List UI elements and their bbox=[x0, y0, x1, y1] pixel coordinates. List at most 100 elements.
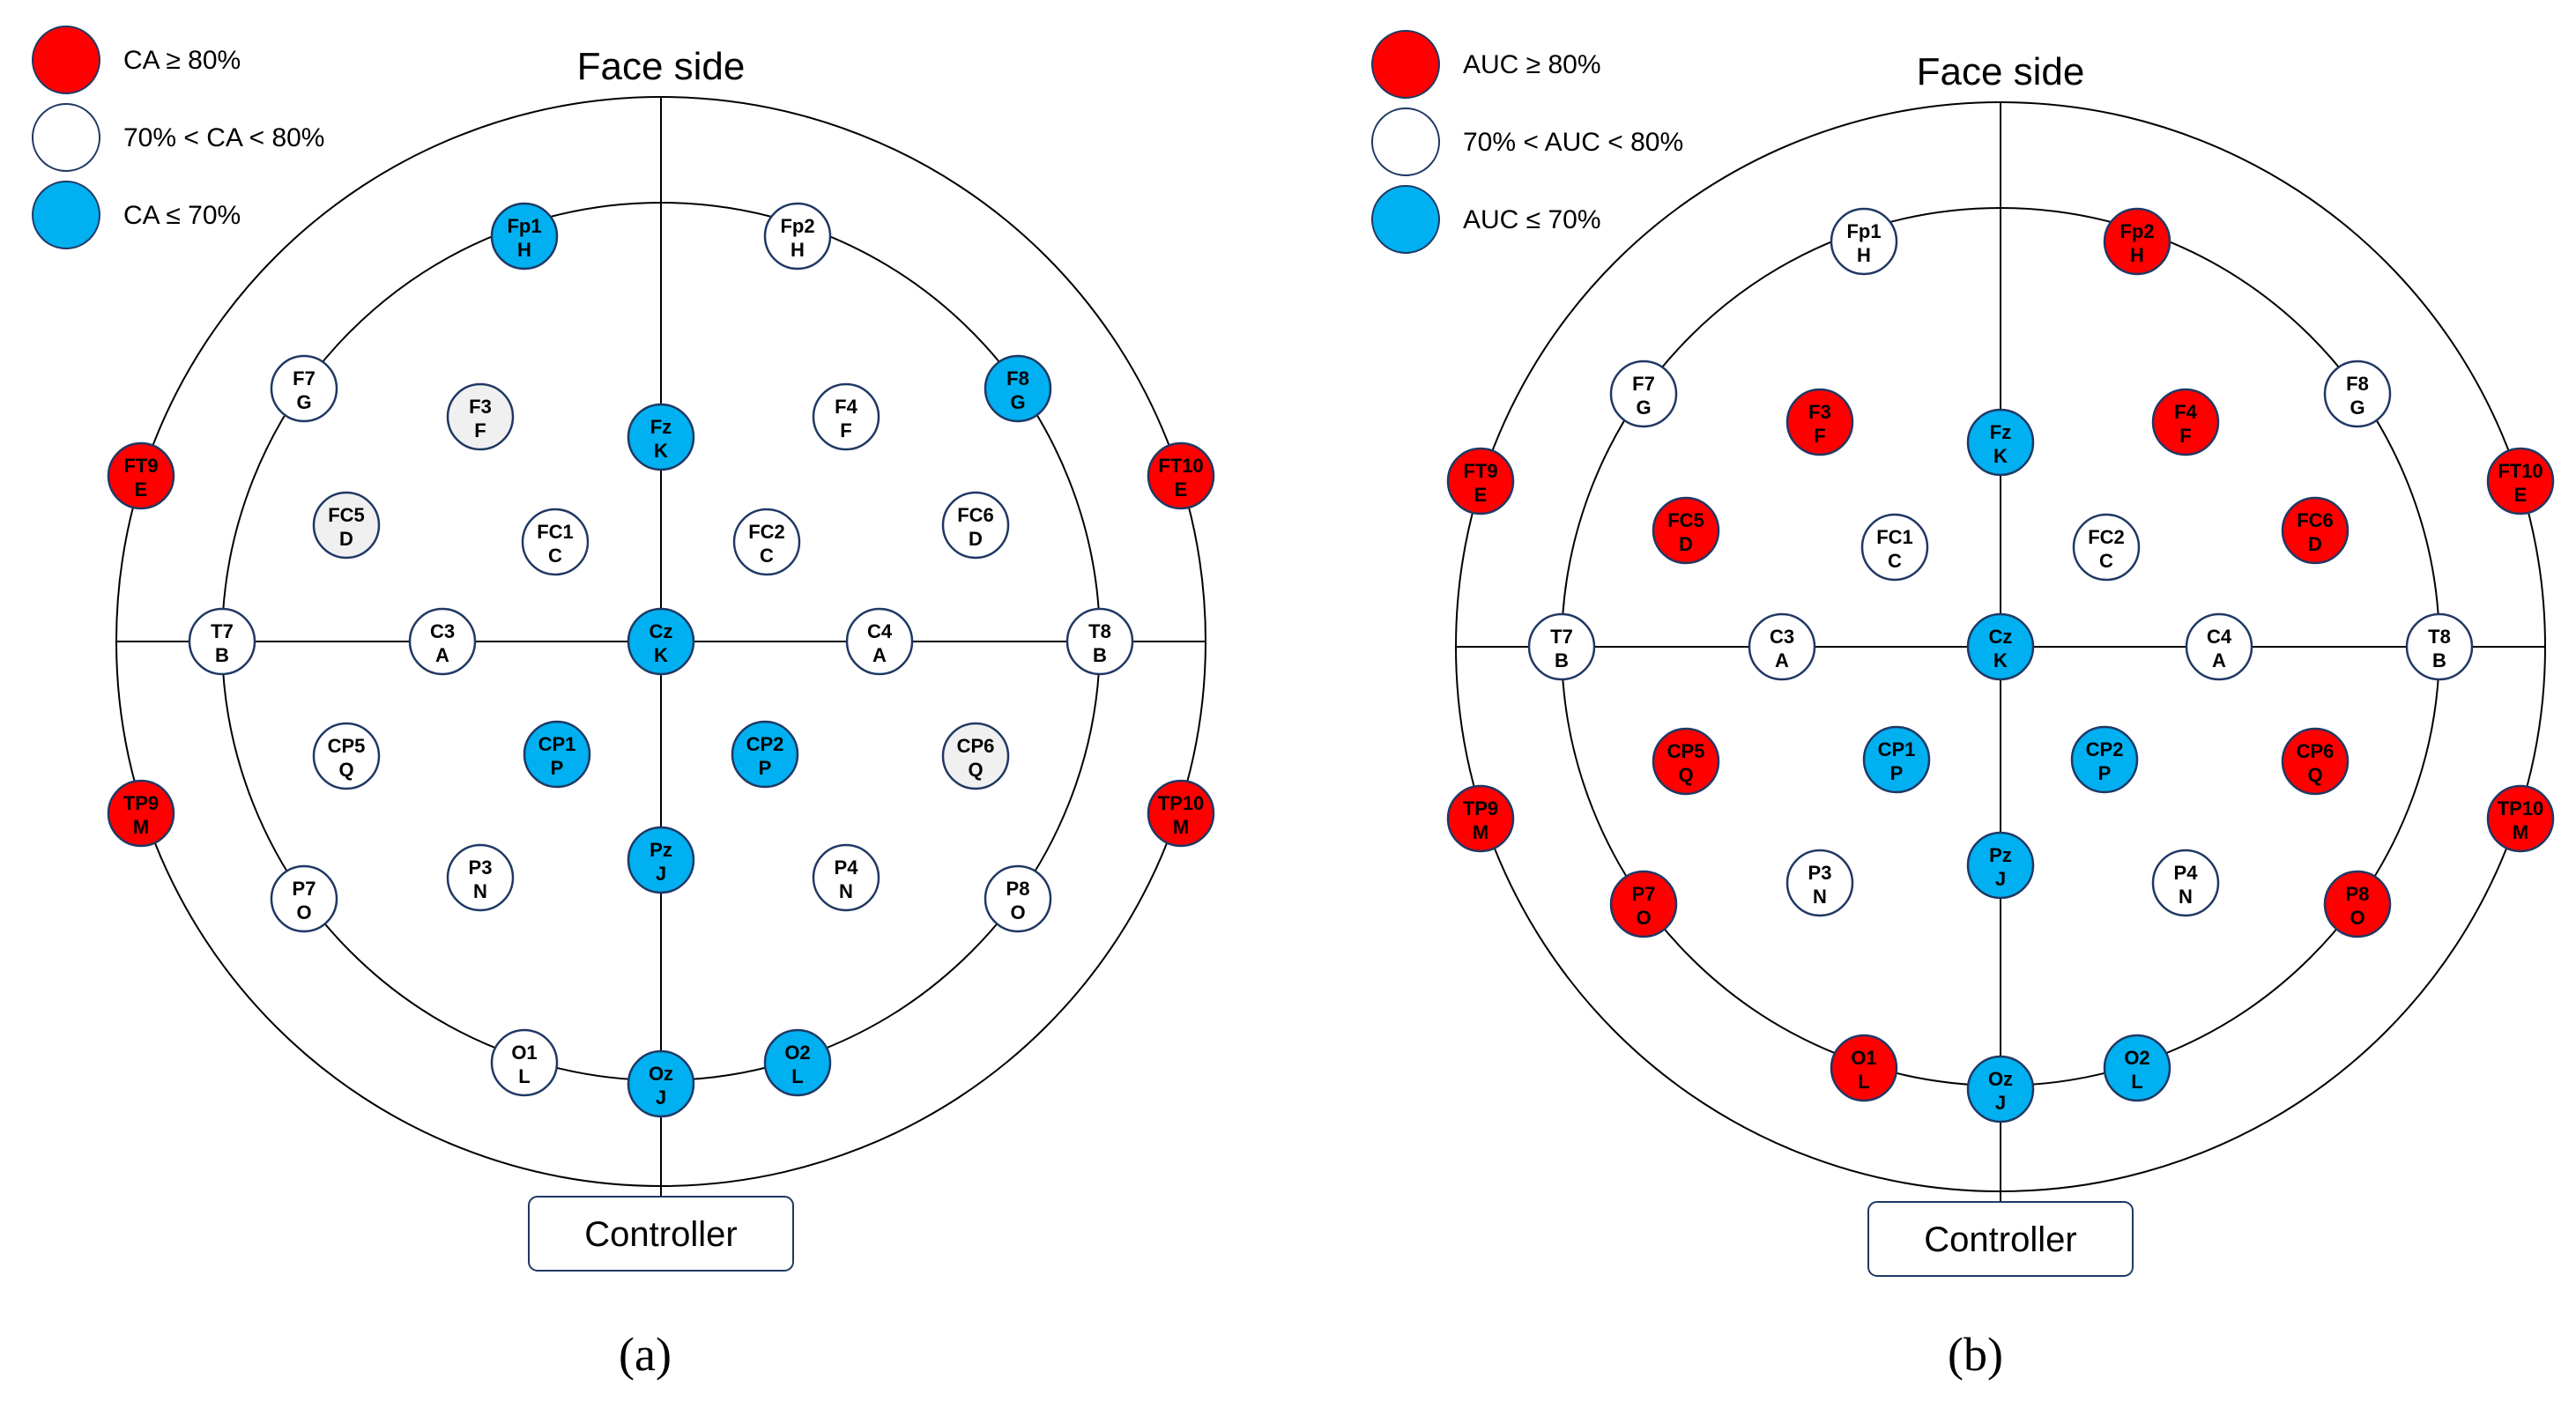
electrode-t7: T7B bbox=[1527, 612, 1596, 681]
electrode-code: G bbox=[296, 391, 311, 413]
legend-entry-red: AUC ≥ 80% bbox=[1371, 30, 1601, 99]
electrode-code: J bbox=[1995, 1092, 2006, 1114]
electrode-dot bbox=[1446, 784, 1515, 853]
electrode-code: B bbox=[1093, 644, 1107, 666]
electrode-code: P bbox=[551, 757, 564, 779]
controller-label: Controller bbox=[1924, 1220, 2076, 1259]
electrode-dot bbox=[1609, 360, 1678, 428]
electrode-name: C3 bbox=[1770, 626, 1794, 648]
electrode-dot bbox=[2151, 849, 2220, 917]
electrode-name: Fp2 bbox=[780, 215, 814, 237]
electrode-p3: P3N bbox=[1785, 849, 1854, 917]
electrode-name: TP10 bbox=[2498, 797, 2544, 819]
electrode-c4: C4A bbox=[845, 607, 914, 676]
electrode-code: J bbox=[656, 1086, 666, 1109]
electrode-code: L bbox=[2131, 1071, 2142, 1093]
electrode-dot bbox=[984, 864, 1052, 933]
electrode-name: CP2 bbox=[746, 733, 784, 755]
electrode-fz: FzK bbox=[1966, 408, 2035, 477]
electrode-name: Fz bbox=[1990, 421, 2011, 443]
electrode-name: F7 bbox=[1632, 373, 1655, 395]
electrode-cz: CzK bbox=[1966, 612, 2035, 681]
electrode-t7: T7B bbox=[188, 607, 256, 676]
electrode-code: G bbox=[1010, 391, 1025, 413]
electrode-dot bbox=[2281, 727, 2350, 796]
electrode-code: F bbox=[1814, 425, 1825, 447]
electrode-name: FC6 bbox=[957, 504, 994, 526]
electrode-p7: P7O bbox=[1609, 870, 1678, 938]
electrode-code: N bbox=[839, 880, 853, 902]
electrode-code: F bbox=[2179, 425, 2191, 447]
electrode-code: C bbox=[1888, 550, 1902, 572]
electrode-code: B bbox=[2432, 649, 2446, 671]
electrode-name: O1 bbox=[1851, 1047, 1876, 1069]
electrode-code: D bbox=[339, 528, 353, 550]
electrode-oz: OzJ bbox=[627, 1049, 695, 1118]
electrode-name: TP9 bbox=[1463, 797, 1498, 819]
electrode-dot bbox=[1785, 849, 1854, 917]
electrode-name: C4 bbox=[867, 620, 893, 642]
electrode-name: Fp1 bbox=[507, 215, 541, 237]
electrode-p4: P4N bbox=[812, 843, 880, 912]
electrode-dot bbox=[408, 607, 477, 676]
electrode-name: P4 bbox=[2174, 862, 2199, 884]
electrode-code: L bbox=[1858, 1071, 1869, 1093]
electrode-oz: OzJ bbox=[1966, 1055, 2035, 1123]
panel-caption: (b) bbox=[1948, 1328, 2003, 1381]
electrode-dot bbox=[1966, 831, 2035, 900]
electrode-code: O bbox=[296, 901, 311, 923]
electrode-f8: F8G bbox=[2323, 360, 2392, 428]
electrode-name: Fp1 bbox=[1846, 220, 1881, 242]
electrode-name: P8 bbox=[2346, 883, 2370, 905]
electrode-code: J bbox=[1995, 868, 2006, 890]
electrode-dot bbox=[984, 354, 1052, 423]
controller-box bbox=[528, 1196, 794, 1272]
legend-label: CA ≥ 80% bbox=[123, 46, 241, 75]
electrode-name: Cz bbox=[1989, 626, 2013, 648]
electrode-name: CP1 bbox=[538, 733, 576, 755]
electrode-o1: O1L bbox=[1830, 1034, 1898, 1102]
electrode-pz: PzJ bbox=[627, 826, 695, 894]
electrode-name: FC5 bbox=[328, 504, 365, 526]
electrode-name: O2 bbox=[784, 1042, 810, 1064]
electrode-fz: FzK bbox=[627, 403, 695, 471]
electrode-dot bbox=[1785, 388, 1854, 456]
legend-label: AUC ≥ 80% bbox=[1463, 50, 1601, 79]
electrode-t8: T8B bbox=[2405, 612, 2474, 681]
electrode-o1: O1L bbox=[490, 1028, 559, 1097]
electrode-dot bbox=[627, 826, 695, 894]
electrode-code: A bbox=[1775, 649, 1789, 671]
electrode-name: O1 bbox=[511, 1042, 537, 1064]
electrode-code: M bbox=[1173, 816, 1189, 838]
electrode-name: P7 bbox=[293, 878, 316, 900]
electrode-dot bbox=[627, 607, 695, 676]
electrode-name: FC5 bbox=[1667, 509, 1704, 531]
electrode-name: FT10 bbox=[1158, 455, 1203, 477]
electrode-dot bbox=[270, 864, 338, 933]
electrode-p7: P7O bbox=[270, 864, 338, 933]
electrode-dot bbox=[1966, 408, 2035, 477]
electrode-dot bbox=[2185, 612, 2253, 681]
legend-entry-white: 70% < CA < 80% bbox=[32, 103, 325, 172]
electrode-p8: P8O bbox=[984, 864, 1052, 933]
electrode-dot bbox=[270, 354, 338, 423]
electrode-name: Fp2 bbox=[2119, 220, 2154, 242]
electrode-code: O bbox=[1636, 907, 1651, 929]
electrode-code: J bbox=[656, 863, 666, 885]
face-side-label: Face side bbox=[577, 45, 746, 88]
electrode-name: CP5 bbox=[328, 735, 366, 757]
electrode-dot bbox=[1065, 607, 1134, 676]
electrode-dot bbox=[731, 720, 799, 789]
